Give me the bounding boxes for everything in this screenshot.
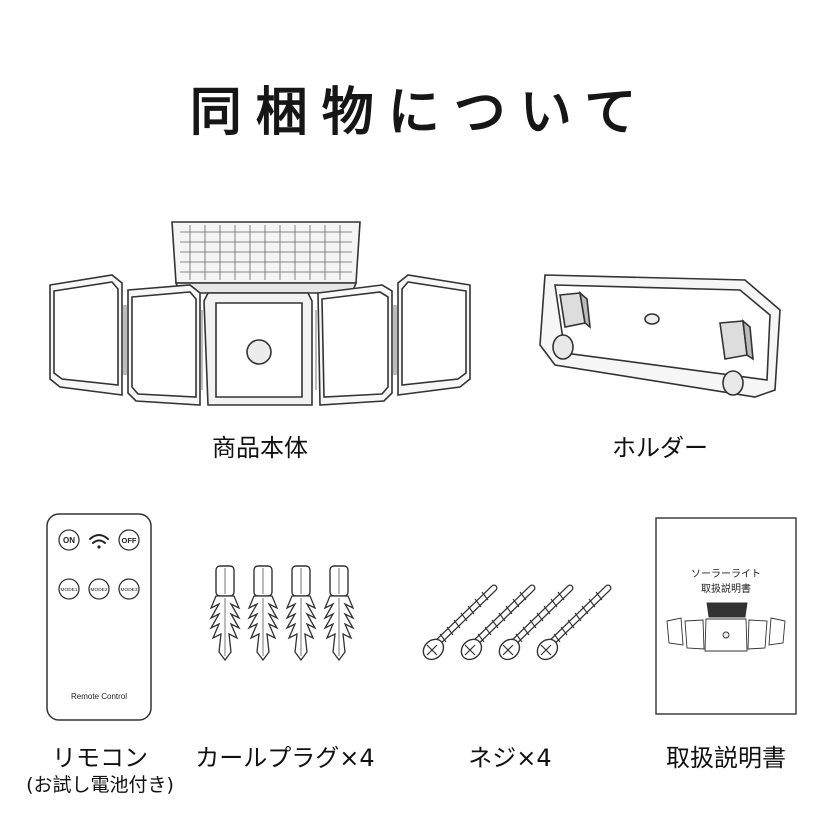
remote-label: リモコン [52, 744, 148, 772]
holder-label: ホルダー [612, 434, 708, 462]
remote-labels: ON OFF MODE1 MODE2 MODE3 Remote Control [60, 536, 137, 701]
screw [457, 588, 532, 664]
remote-caption: Remote Control [71, 692, 127, 701]
main-unit-label: 商品本体 [212, 434, 308, 462]
remote-mode3-label: MODE3 [120, 587, 137, 593]
remote-mode3-button [118, 578, 140, 600]
manual-cover-line2: 取扱説明書 [701, 582, 751, 595]
wifi-icon [89, 534, 109, 549]
solar-light-illustration [49, 221, 471, 406]
wall-plug [210, 565, 240, 661]
wall-plugs-illustration [210, 565, 354, 661]
screw [495, 588, 570, 664]
remote-off-label: OFF [122, 536, 137, 545]
screws-label: ネジ×4 [468, 744, 552, 772]
remote-mode1-button [58, 578, 80, 600]
manual-label: 取扱説明書 [666, 744, 786, 772]
page-title: 同梱物について [189, 83, 651, 143]
remote-off-button [118, 529, 140, 551]
manual-cover-line1: ソーラーライト [691, 568, 761, 580]
screw [419, 588, 494, 664]
screws-illustration [410, 572, 610, 667]
remote-on-label: ON [63, 536, 75, 545]
plugs-label: カールプラグ×4 [195, 744, 375, 772]
remote-mode2-button [88, 578, 110, 600]
remote-control-illustration [46, 513, 152, 721]
remote-mode2-label: MODE2 [90, 587, 107, 593]
wall-plug [248, 565, 278, 661]
remote-on-button [58, 529, 80, 551]
wall-plug [286, 565, 316, 661]
holder-illustration [539, 274, 781, 398]
screw [533, 588, 608, 664]
remote-mode1-label: MODE1 [60, 587, 77, 593]
wall-plug [324, 565, 354, 661]
remote-sublabel: (お試し電池付き) [26, 774, 174, 796]
manual-cover-light-image [666, 602, 786, 652]
manual-illustration: ソーラーライト 取扱説明書 [655, 517, 797, 715]
